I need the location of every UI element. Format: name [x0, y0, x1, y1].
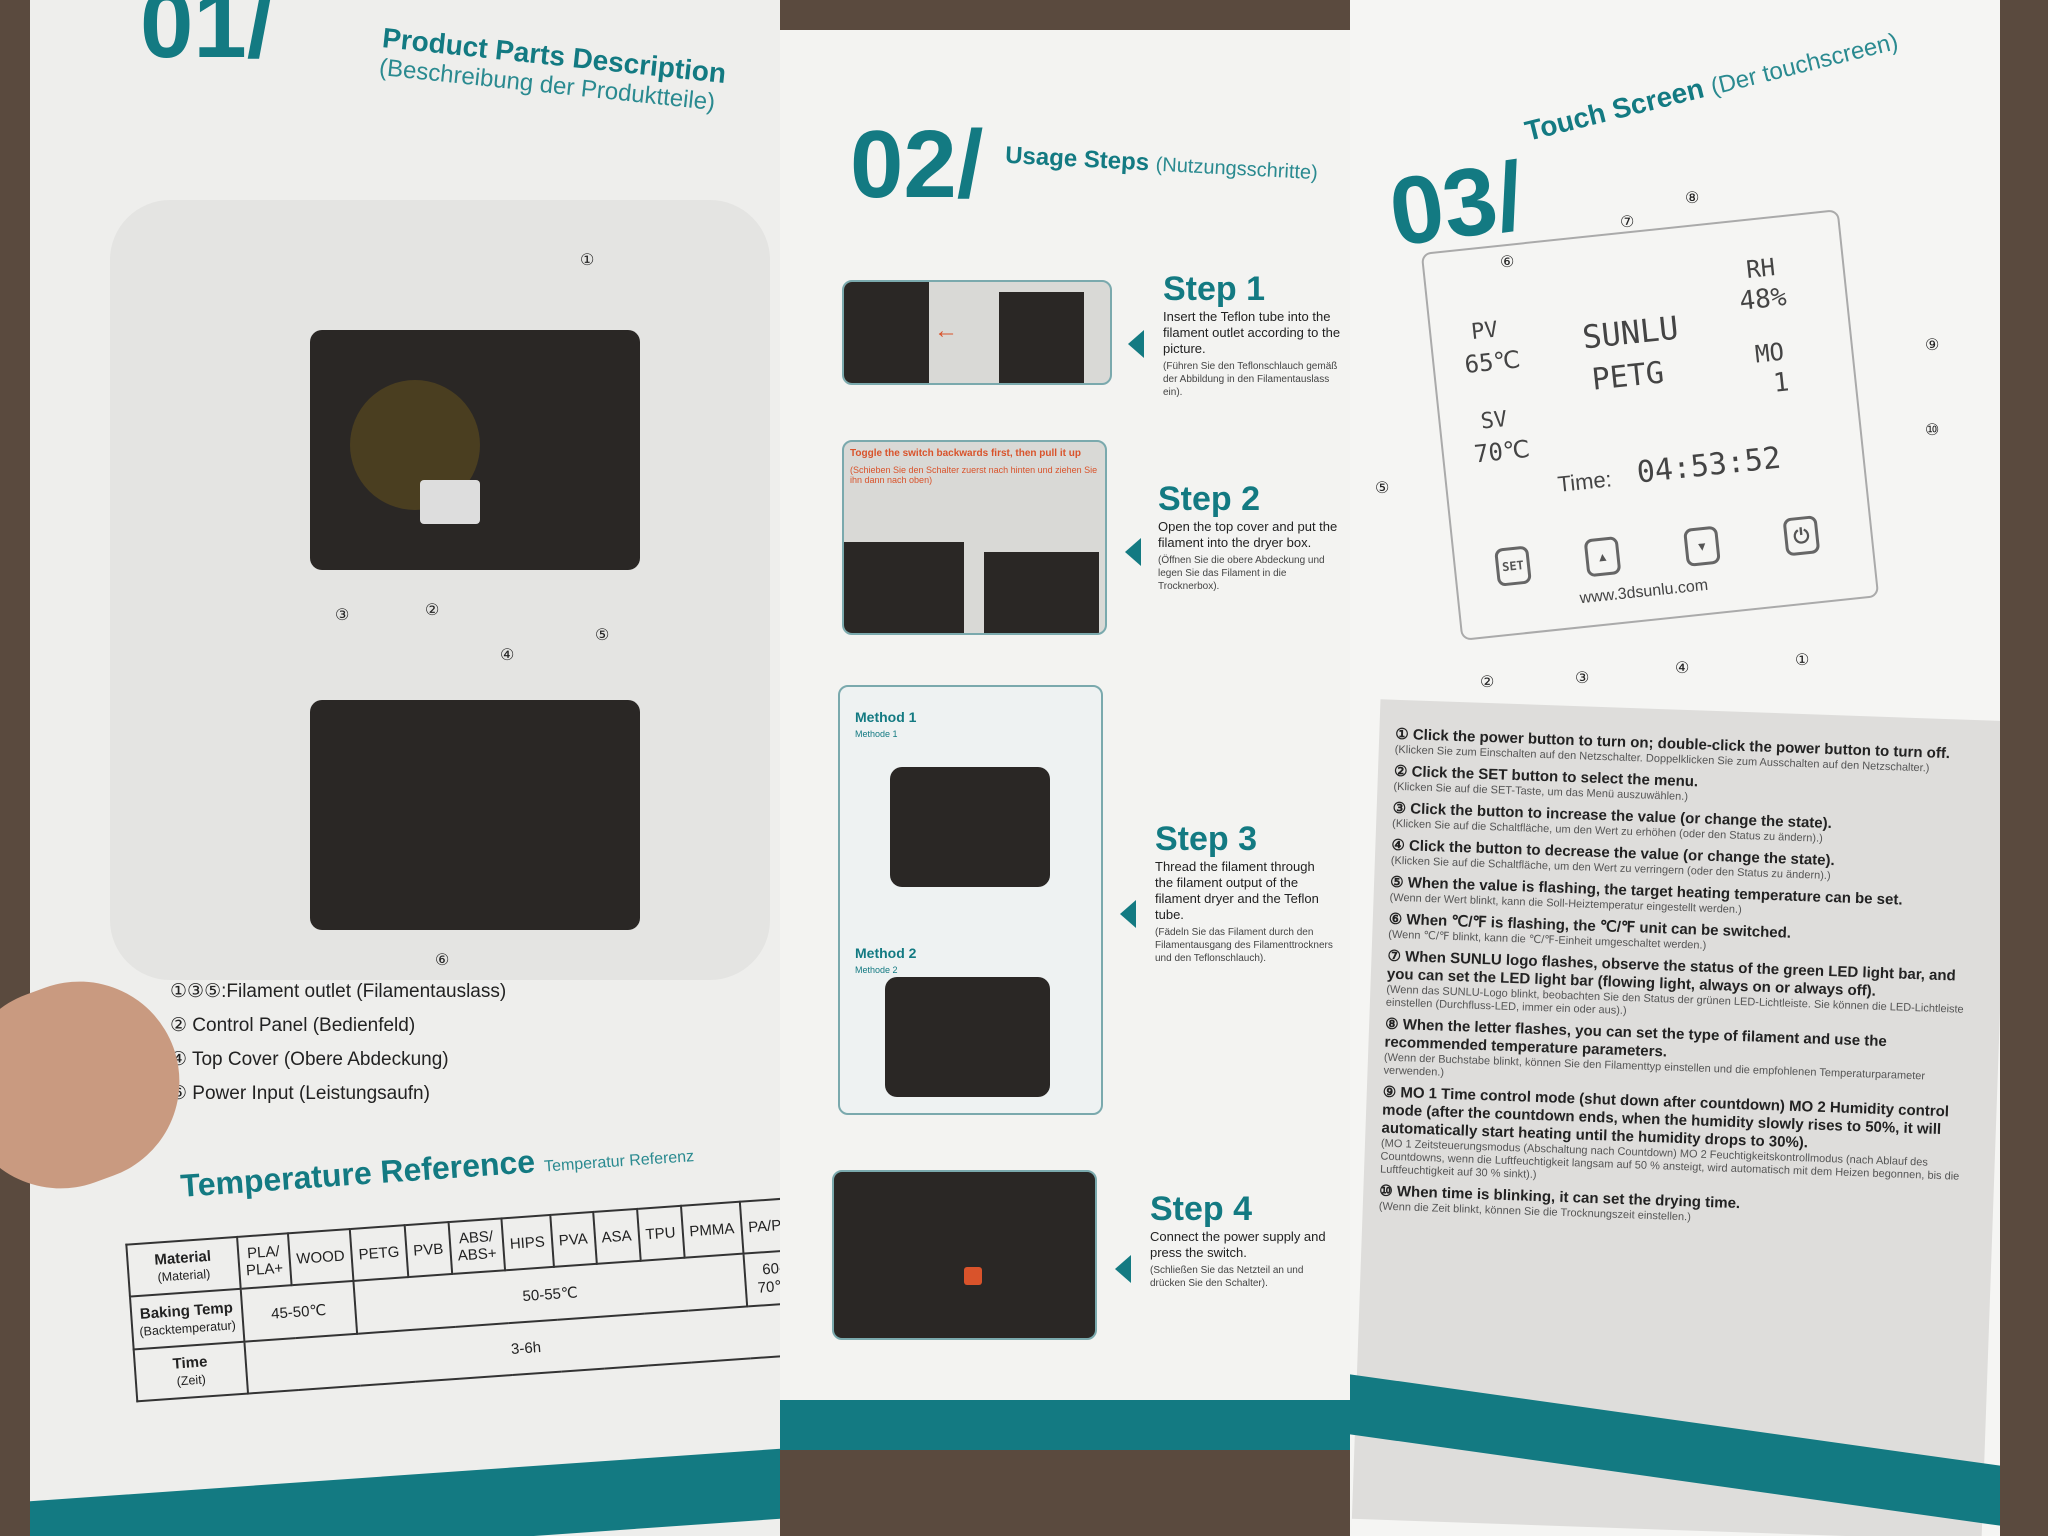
section-number: 01/	[140, 0, 274, 78]
sv-label: SV	[1479, 406, 1509, 435]
panel-product-parts: 01/ Product Parts Description (Beschreib…	[30, 0, 780, 1536]
step-arrow-icon	[1115, 1255, 1131, 1283]
temperature-table: Material(Material) PLA/ PLA+ WOOD PETG P…	[125, 1197, 780, 1403]
header-cell: Material(Material)	[126, 1236, 241, 1297]
panel-usage-steps: 02/ Usage Steps (Nutzungsschritte) ← Tog…	[780, 30, 1350, 1450]
subtitle-text: (Nutzungsschritte)	[1155, 153, 1319, 185]
callout-1: ①	[1795, 652, 1810, 669]
dryer-front-image	[310, 330, 640, 570]
lcd-diagram: PV 65℃ SV 70℃ SUNLU PETG RH 48% MO 1 Tim…	[1420, 209, 1880, 641]
note-item: ⑨ MO 1 Time control mode (shut down afte…	[1379, 1083, 1960, 1183]
temp-cell: 45-50℃	[240, 1280, 358, 1342]
teal-band	[30, 1448, 780, 1536]
section-title: Product Parts Description (Beschreibung …	[378, 22, 728, 118]
toggle-note: Toggle the switch backwards first, then …	[850, 448, 1081, 459]
subtitle-text: (Der touchscreen)	[1707, 28, 1901, 101]
material-value: PETG	[1590, 355, 1666, 398]
callout-4: ④	[1675, 660, 1690, 677]
step-arrow-icon	[1128, 330, 1144, 358]
material-cell: WOOD	[287, 1229, 354, 1286]
step3-image: Method 1 Methode 1 Method 2 Methode 2	[838, 685, 1103, 1115]
method2-label: Method 2	[855, 945, 917, 961]
rh-label: RH	[1744, 253, 1777, 285]
material-cell: TPU	[636, 1205, 685, 1261]
callout-9: ⑨	[1925, 337, 1940, 354]
temp-cell: 60-70℃	[743, 1249, 780, 1307]
time-value: 04:53:52	[1635, 440, 1783, 491]
sv-value: 70℃	[1472, 434, 1532, 469]
parts-legend: ①③⑤:Filament outlet (Filamentauslass) ② …	[170, 975, 506, 1111]
step4-image	[832, 1170, 1097, 1340]
header-cell: Time(Zeit)	[133, 1341, 248, 1402]
material-cell: PA/PC	[739, 1197, 780, 1254]
callout-6: ⑥	[1500, 254, 1515, 271]
step-arrow-icon	[1125, 538, 1141, 566]
pv-label: PV	[1470, 317, 1500, 346]
material-cell: ABS/ ABS+	[448, 1218, 505, 1274]
set-button[interactable]: SET	[1494, 545, 1532, 587]
callout-7: ⑦	[1620, 214, 1635, 231]
down-button[interactable]: ▼	[1683, 525, 1721, 567]
callout-6: ⑥	[435, 952, 450, 969]
power-button[interactable]: ⏻	[1782, 515, 1821, 557]
sunlu-logo: SUNLU	[1580, 308, 1681, 357]
title-text: Usage Steps	[1004, 141, 1150, 177]
legend-item: ⑥ Power Input (Leistungsaufn)	[170, 1083, 430, 1104]
toggle-note-de: (Schieben Sie den Schalter zuerst nach h…	[850, 465, 1098, 485]
callout-3: ③	[335, 607, 350, 624]
teal-band	[780, 1400, 1350, 1450]
callout-5: ⑤	[595, 627, 610, 644]
rh-value: 48%	[1738, 282, 1788, 317]
step-arrow-icon	[1120, 900, 1136, 928]
temp-reference-title: Temperature Reference Temperatur Referen…	[179, 1132, 695, 1205]
step2-image: Toggle the switch backwards first, then …	[842, 440, 1107, 635]
control-panel-image	[420, 480, 480, 524]
material-cell: ASA	[592, 1208, 641, 1264]
header-cell: Baking Temp(Backtemperatur)	[129, 1288, 244, 1350]
temp-sub-text: Temperatur Referenz	[543, 1148, 695, 1176]
method1-label-de: Methode 1	[855, 729, 898, 739]
website-url: www.3dsunlu.com	[1578, 576, 1709, 608]
material-cell: PMMA	[680, 1201, 744, 1258]
panel-touch-screen: 03/ Touch Screen (Der touchscreen) PV 65…	[1350, 0, 2000, 1536]
section-number: 02/	[850, 111, 984, 218]
section-title: Usage Steps (Nutzungsschritte)	[1004, 141, 1319, 186]
title-text: Touch Screen	[1521, 72, 1707, 147]
step1-image: ←	[842, 280, 1112, 385]
temp-title-text: Temperature Reference	[179, 1143, 537, 1204]
pv-value: 65℃	[1463, 345, 1522, 379]
callout-10: ⑩	[1925, 422, 1940, 439]
material-cell: HIPS	[501, 1215, 554, 1271]
callout-2: ②	[425, 602, 440, 619]
method2-label-de: Methode 2	[855, 965, 898, 975]
mode-label: MO	[1753, 337, 1786, 369]
product-image-area: ① ② ③ ④ ⑤ ⑥	[110, 200, 770, 980]
callout-1: ①	[580, 252, 595, 269]
legend-item: ④ Top Cover (Obere Abdeckung)	[170, 1049, 449, 1070]
callout-4: ④	[500, 647, 515, 664]
callout-8: ⑧	[1685, 190, 1700, 207]
material-cell: PVB	[404, 1222, 453, 1278]
material-cell: PLA/ PLA+	[236, 1233, 292, 1289]
dryer-back-image	[310, 700, 640, 930]
callout-5: ⑤	[1375, 480, 1390, 497]
method1-label: Method 1	[855, 709, 917, 725]
legend-item: ② Control Panel (Bedienfeld)	[170, 1015, 416, 1036]
up-button[interactable]: ▲	[1583, 536, 1622, 578]
mode-value: 1	[1771, 367, 1791, 399]
callout-2: ②	[1480, 674, 1495, 691]
power-switch	[964, 1267, 982, 1285]
section-title: Touch Screen (Der touchscreen)	[1522, 24, 1901, 148]
material-cell: PVA	[549, 1212, 597, 1267]
callout-3: ③	[1575, 670, 1590, 687]
time-label: Time:	[1556, 466, 1613, 497]
legend-item: ①③⑤:Filament outlet (Filamentauslass)	[170, 981, 507, 1002]
material-cell: PETG	[349, 1225, 409, 1281]
